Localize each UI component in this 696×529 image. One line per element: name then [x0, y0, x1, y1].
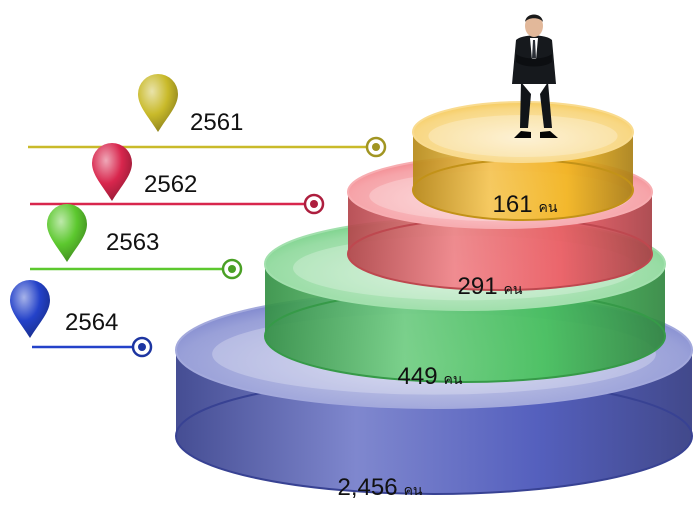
legend-entry-2563: 2563 [30, 203, 243, 280]
hair [525, 14, 543, 22]
year-label-2561: 2561 [190, 109, 243, 136]
year-label-2562: 2562 [144, 171, 197, 198]
left-shoe [514, 131, 531, 138]
left-leg [520, 82, 531, 128]
map-pin-icon-2561 [138, 74, 178, 132]
value-unit-2561: คน [539, 200, 558, 216]
crossed-arms [516, 54, 552, 67]
value-label-2563: 449 คน [398, 363, 463, 390]
leader-end-core-2564 [138, 343, 146, 351]
leader-end-core-2562 [310, 200, 318, 208]
legend-entry-2564: 2564 [10, 280, 153, 358]
map-pin-icon-2563 [46, 203, 87, 262]
value-number-2561: 161 [493, 191, 533, 218]
tie [532, 40, 536, 58]
value-unit-2564: คน [404, 483, 423, 499]
value-unit-2563: คน [444, 372, 463, 388]
value-label-2562: 291 คน [458, 273, 523, 300]
businessman-figure [512, 14, 558, 138]
right-leg [540, 82, 552, 128]
head [525, 15, 543, 37]
value-label-2564: 2,456 คน [338, 474, 423, 501]
value-number-2562: 291 [458, 273, 498, 300]
legend-entry-2562: 2562 [30, 143, 325, 215]
year-label-2563: 2563 [106, 229, 159, 256]
year-label-2564: 2564 [65, 309, 118, 336]
legend-entry-2561: 2561 [28, 74, 387, 158]
map-pin-icon-2562 [92, 143, 132, 201]
value-number-2563: 449 [398, 363, 438, 390]
value-label-2561: 161 คน [493, 191, 558, 218]
right-shoe [540, 131, 558, 138]
map-pin-icon-2564 [10, 280, 50, 338]
leader-end-core-2561 [372, 143, 380, 151]
leader-end-core-2563 [228, 265, 236, 273]
value-unit-2562: คน [504, 282, 523, 298]
value-number-2564: 2,456 [338, 474, 398, 501]
